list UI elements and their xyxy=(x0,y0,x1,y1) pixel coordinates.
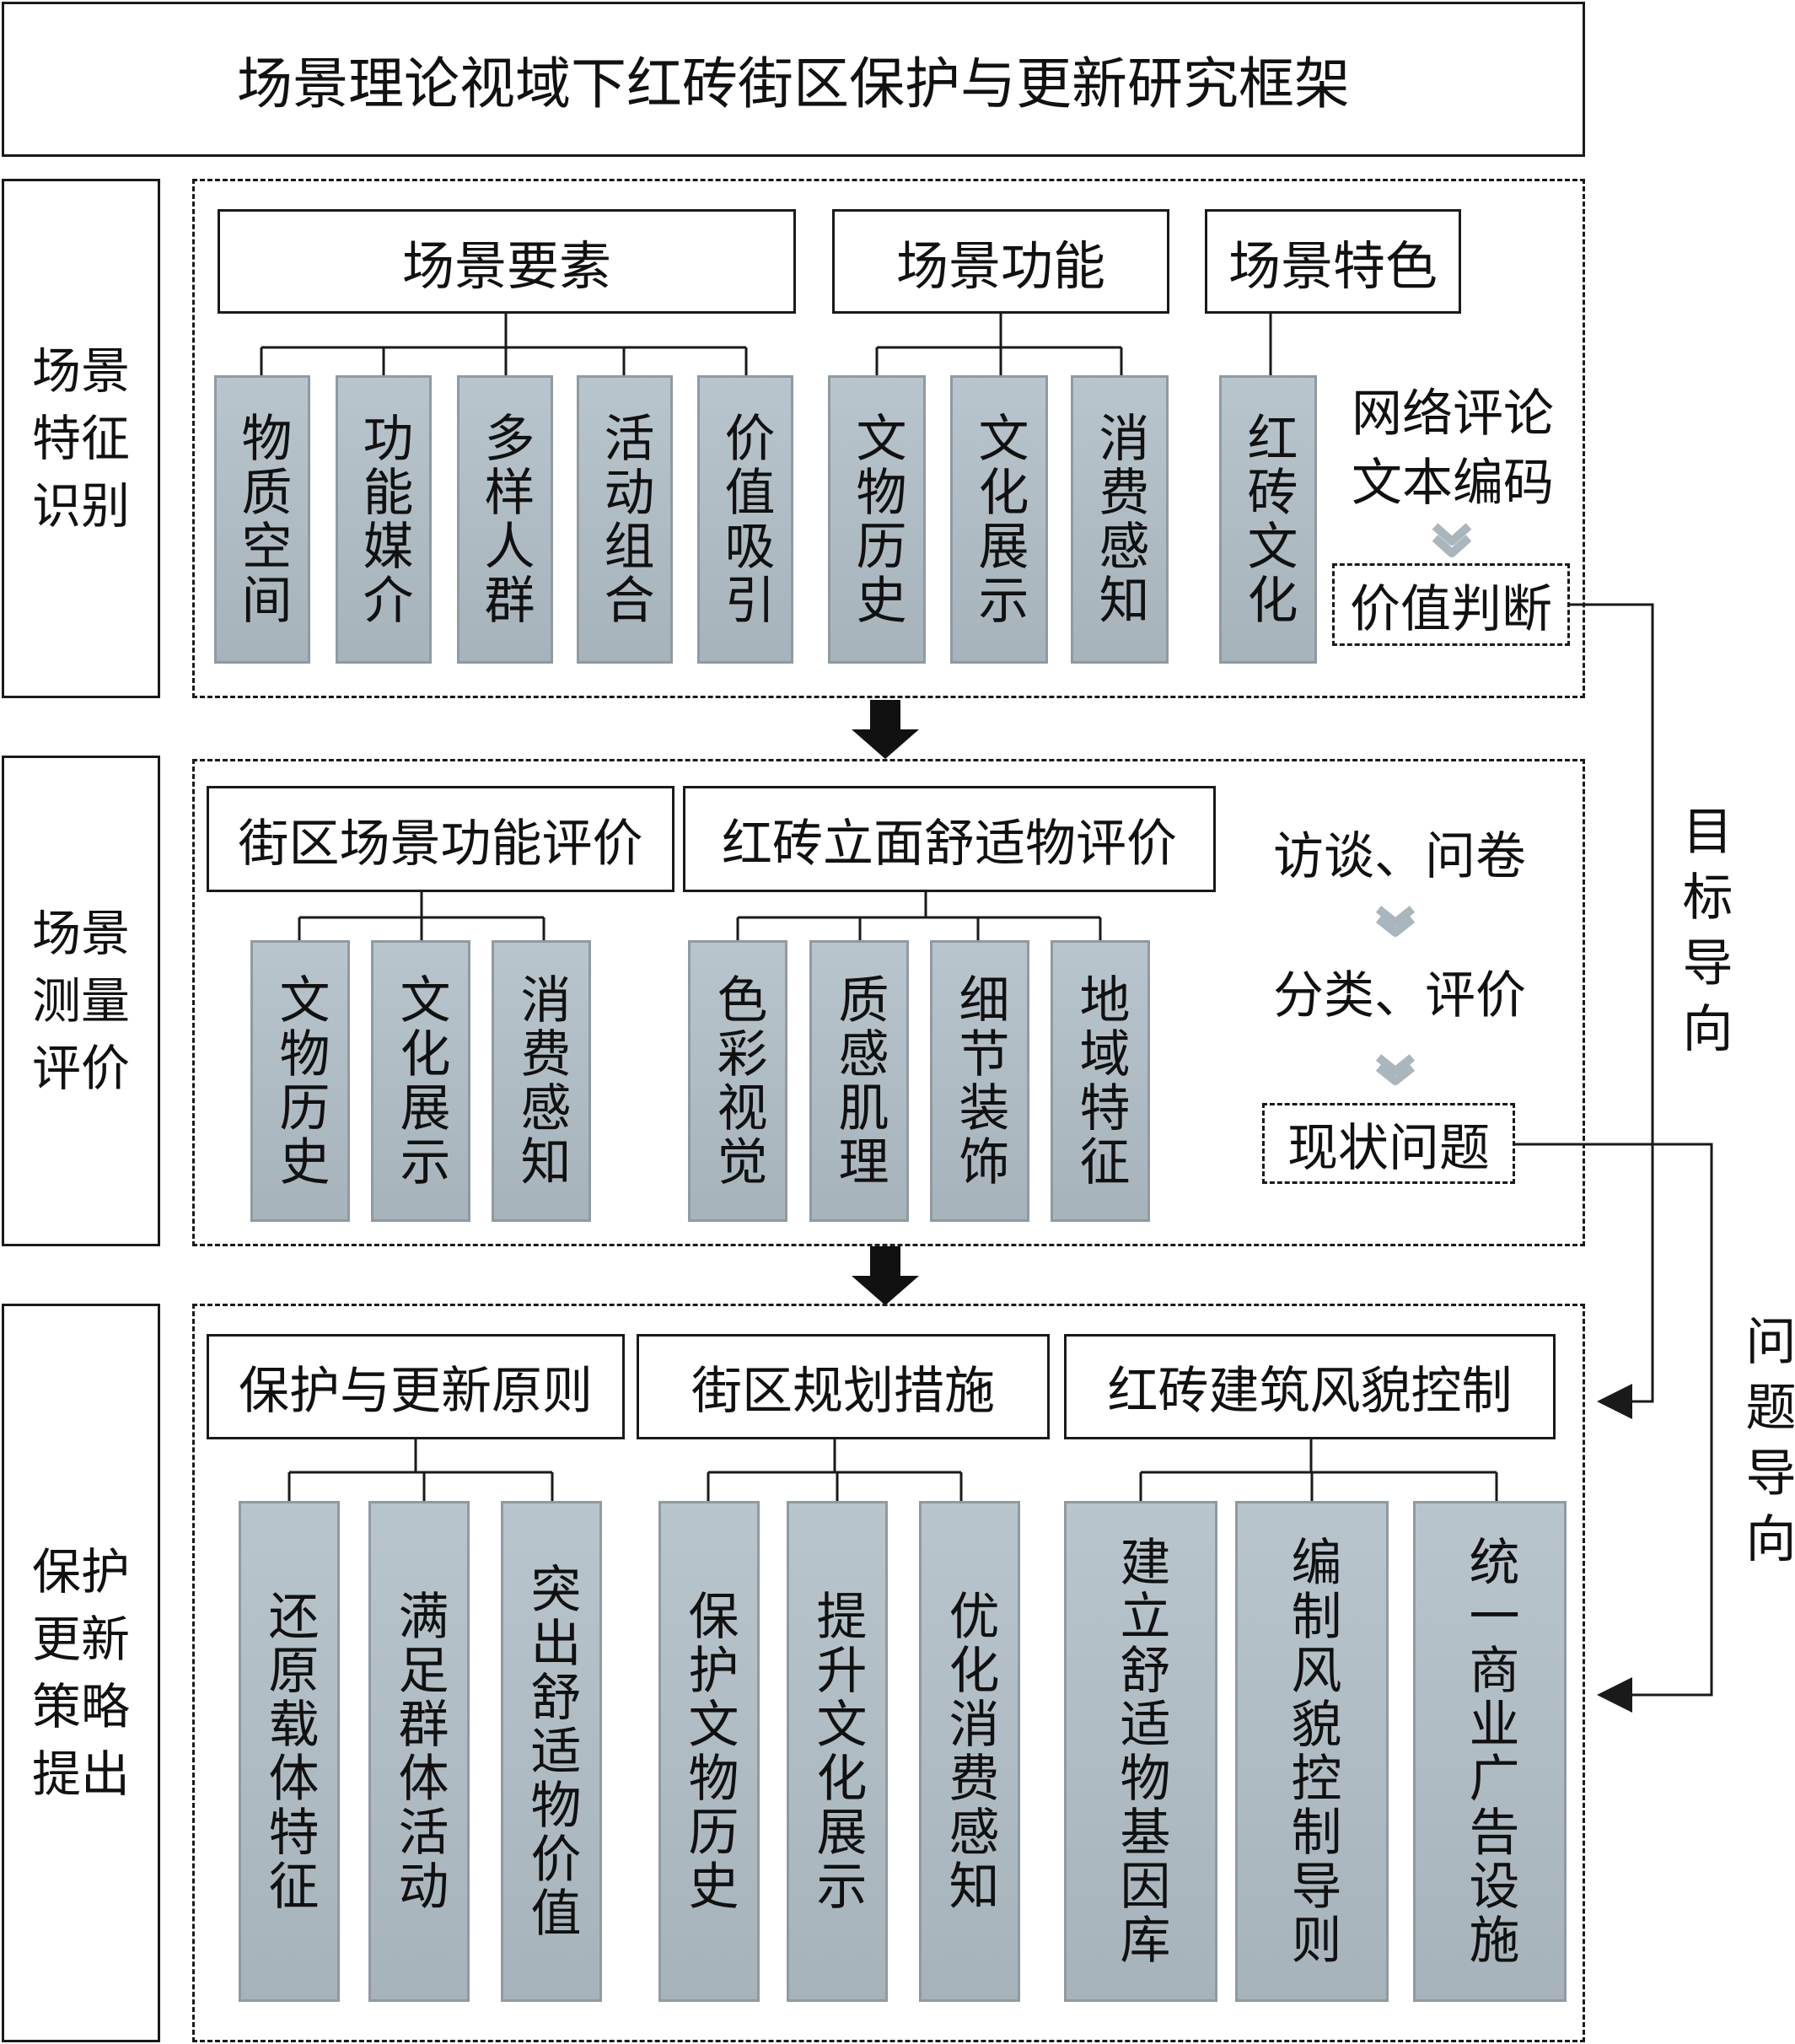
stage-1-panel xyxy=(192,179,1585,698)
method-result: 价值判断 xyxy=(1332,563,1570,646)
problem-oriented-label: 问题导向 xyxy=(1737,1315,1795,1578)
leaf-item: 文化展示 xyxy=(950,375,1048,664)
chevron-down-icon-1 xyxy=(1432,523,1472,557)
leaf-item: 功能媒介 xyxy=(336,375,432,664)
down-arrow-1 xyxy=(852,700,919,759)
group-title-principles: 保护与更新原则 xyxy=(207,1334,625,1439)
group-title-planning-measures: 街区规划措施 xyxy=(637,1334,1050,1439)
leaf-item: 建立舒适物基因库 xyxy=(1064,1501,1217,2002)
chevron-down-icon-2 xyxy=(1375,906,1416,937)
leaf-item: 满足群体活动 xyxy=(368,1501,470,2002)
method-step: 网络评论 xyxy=(1352,384,1554,444)
stage-2-label-line: 测量 xyxy=(31,971,130,1030)
stage-3-label-line: 更新 xyxy=(31,1610,130,1668)
down-arrow-2 xyxy=(852,1246,919,1305)
leaf-item: 统一商业广告设施 xyxy=(1413,1501,1567,2002)
stage-1-label-line: 特征 xyxy=(31,409,130,467)
group-title-facade-eval: 红砖立面舒适物评价 xyxy=(683,786,1216,892)
stage-3-panel xyxy=(192,1304,1585,2042)
leaf-item: 地域特征 xyxy=(1051,940,1150,1222)
group-title-style-control: 红砖建筑风貌控制 xyxy=(1064,1334,1556,1439)
stage-2-label-line: 场景 xyxy=(31,904,130,962)
method-result: 现状问题 xyxy=(1262,1103,1515,1184)
stage-3-label-line: 策略 xyxy=(31,1678,130,1735)
leaf-item: 细节装饰 xyxy=(930,940,1029,1222)
leaf-item: 多样人群 xyxy=(457,375,553,664)
method-step: 访谈、问卷 xyxy=(1273,826,1526,886)
stage-1-label-line: 场景 xyxy=(31,342,130,400)
leaf-item: 色彩视觉 xyxy=(688,940,787,1222)
stage-1-label-line: 识别 xyxy=(31,477,130,535)
stage-2-panel xyxy=(192,759,1585,1246)
leaf-item: 突出舒适物价值 xyxy=(501,1501,602,2002)
leaf-item: 编制风貌控制导则 xyxy=(1235,1501,1389,2002)
leaf-item: 消费感知 xyxy=(492,940,591,1222)
stage-1-label: 场景 特征 识别 xyxy=(2,179,160,698)
leaf-item: 文化展示 xyxy=(371,940,470,1222)
leaf-item: 质感肌理 xyxy=(809,940,909,1222)
goal-oriented-label: 目标导向 xyxy=(1674,804,1733,1068)
group-title-scene-function: 场景功能 xyxy=(832,209,1169,314)
leaf-item: 还原载体特征 xyxy=(239,1501,340,2002)
method-step: 文本编码 xyxy=(1352,453,1554,513)
group-title-scene-elements: 场景要素 xyxy=(218,209,796,314)
leaf-item: 优化消费感知 xyxy=(919,1501,1020,2002)
stage-3-label-line: 保护 xyxy=(31,1542,130,1600)
leaf-item: 提升文化展示 xyxy=(787,1501,888,2002)
leaf-item: 保护文物历史 xyxy=(658,1501,760,2002)
stage-2-label-line: 评价 xyxy=(31,1040,130,1098)
leaf-item: 价值吸引 xyxy=(697,375,793,664)
leaf-item: 物质空间 xyxy=(214,375,310,664)
stage-3-label-line: 提出 xyxy=(31,1745,130,1804)
leaf-item: 活动组合 xyxy=(577,375,673,664)
leaf-item: 文物历史 xyxy=(250,940,350,1222)
stage-3-label: 保护 更新 策略 提出 xyxy=(2,1304,160,2042)
stage-2-label: 场景 测量 评价 xyxy=(2,756,160,1246)
group-title-function-eval: 街区场景功能评价 xyxy=(207,786,674,892)
leaf-item: 红砖文化 xyxy=(1219,375,1317,664)
leaf-item: 文物历史 xyxy=(828,375,926,664)
method-step: 分类、评价 xyxy=(1273,966,1526,1025)
group-title-scene-feature: 场景特色 xyxy=(1205,209,1461,314)
leaf-item: 消费感知 xyxy=(1071,375,1169,664)
page-title: 场景理论视域下红砖街区保护与更新研究框架 xyxy=(2,2,1585,157)
chevron-down-icon-3 xyxy=(1375,1054,1416,1085)
